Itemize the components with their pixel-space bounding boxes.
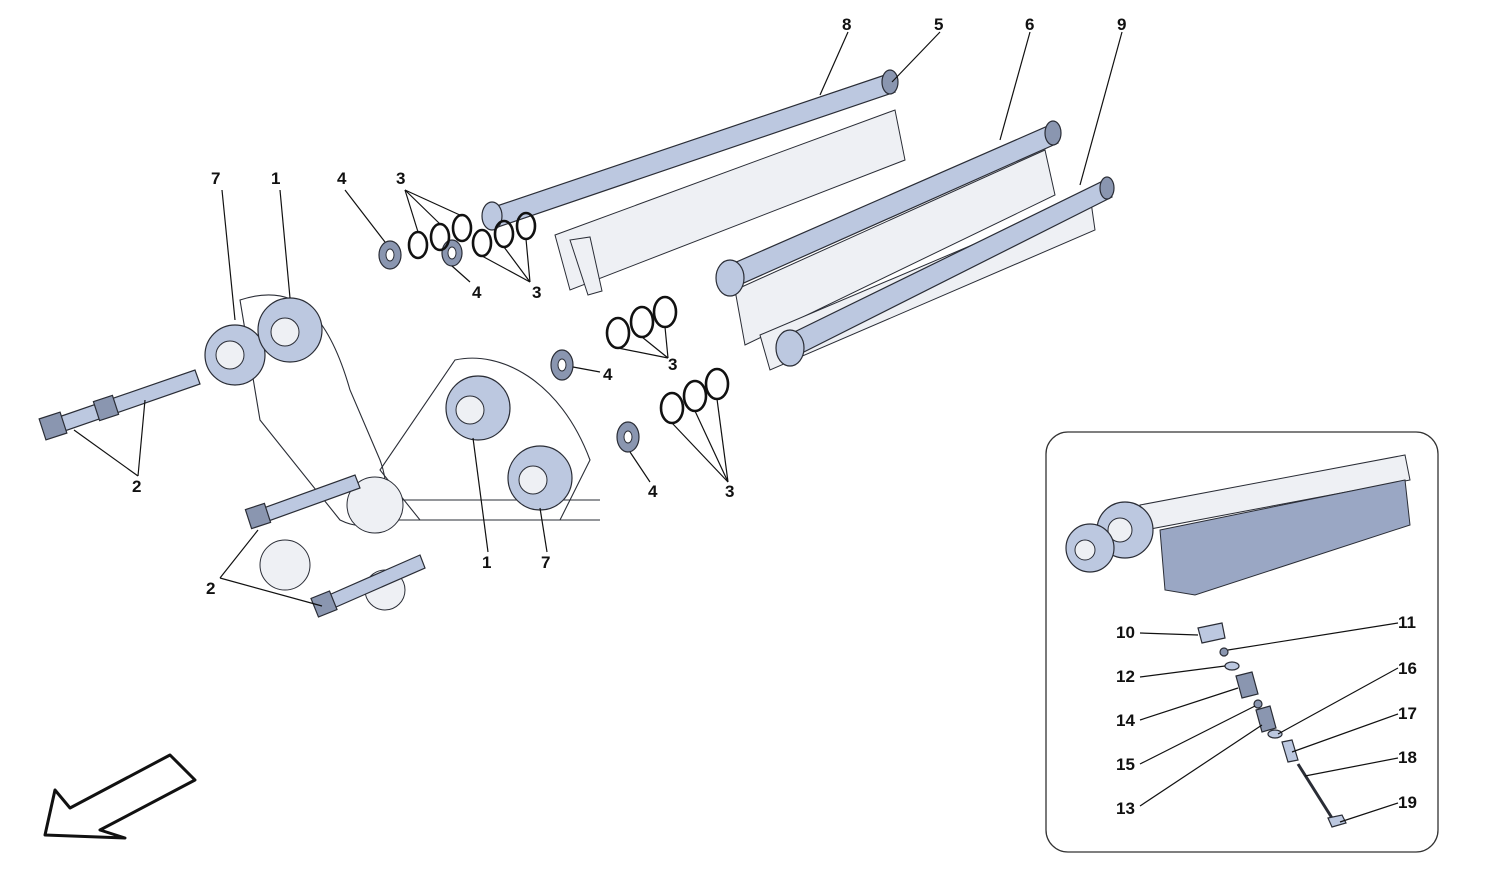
callout-4-low: 4 [648,482,658,501]
callout-6: 6 [1025,15,1034,34]
callout-7-left: 7 [211,169,220,188]
direction-arrow-icon [43,753,197,840]
callout-8: 8 [842,15,851,34]
camshaft-middle [715,120,1062,346]
callout-2-lower: 2 [206,579,215,598]
callout-3-low: 3 [725,482,734,501]
phaser-left-front [257,297,323,363]
phaser-left-rear [204,324,266,386]
callout-5: 5 [934,15,943,34]
callout-15: 15 [1116,755,1135,774]
callout-3-top-mid: 3 [532,283,541,302]
timing-chain-assembly [239,294,600,611]
callout-4-top-left: 4 [337,169,347,188]
washer-mid [550,349,574,381]
callout-labels: 7 1 4 3 4 3 8 5 6 9 3 4 4 3 2 2 1 7 [132,15,1126,598]
callout-19: 19 [1398,793,1417,812]
inset-detail-panel: 10 11 12 14 15 13 16 17 18 19 [1045,431,1439,853]
callout-4-top-mid: 4 [472,283,482,302]
callout-16: 16 [1398,659,1417,678]
phaser-right-front [507,445,573,511]
washer-top-left [378,240,402,270]
callout-3-mid: 3 [668,355,677,374]
callout-10: 10 [1116,623,1135,642]
camshaft-lower [759,176,1115,371]
callout-12: 12 [1116,667,1135,686]
inset-leader-lines [1139,622,1399,823]
bolt-lower [310,554,426,618]
callout-9: 9 [1117,15,1126,34]
washer-top-mid [441,239,463,267]
seal-rings-mid [605,295,678,350]
bolt-middle [244,474,361,530]
callout-1-right: 1 [482,553,491,572]
callout-4-mid: 4 [603,365,613,384]
callout-14: 14 [1116,711,1135,730]
callout-18: 18 [1398,748,1417,767]
callout-1-left: 1 [271,169,280,188]
callout-3-top-left: 3 [396,169,405,188]
phaser-right-rear [445,375,511,441]
washer-low [616,421,640,453]
callout-11: 11 [1398,613,1416,632]
callout-13: 13 [1116,799,1135,818]
seal-rings-low [659,367,730,425]
inset-camshaft-assembly [1065,454,1411,596]
callout-17: 17 [1398,704,1417,723]
bolt-upper [38,369,201,441]
inset-valve-components [1197,622,1347,828]
leader-lines [73,31,1123,607]
callout-2-upper: 2 [132,477,141,496]
camshaft-top [481,69,906,296]
callout-7-right: 7 [541,553,550,572]
